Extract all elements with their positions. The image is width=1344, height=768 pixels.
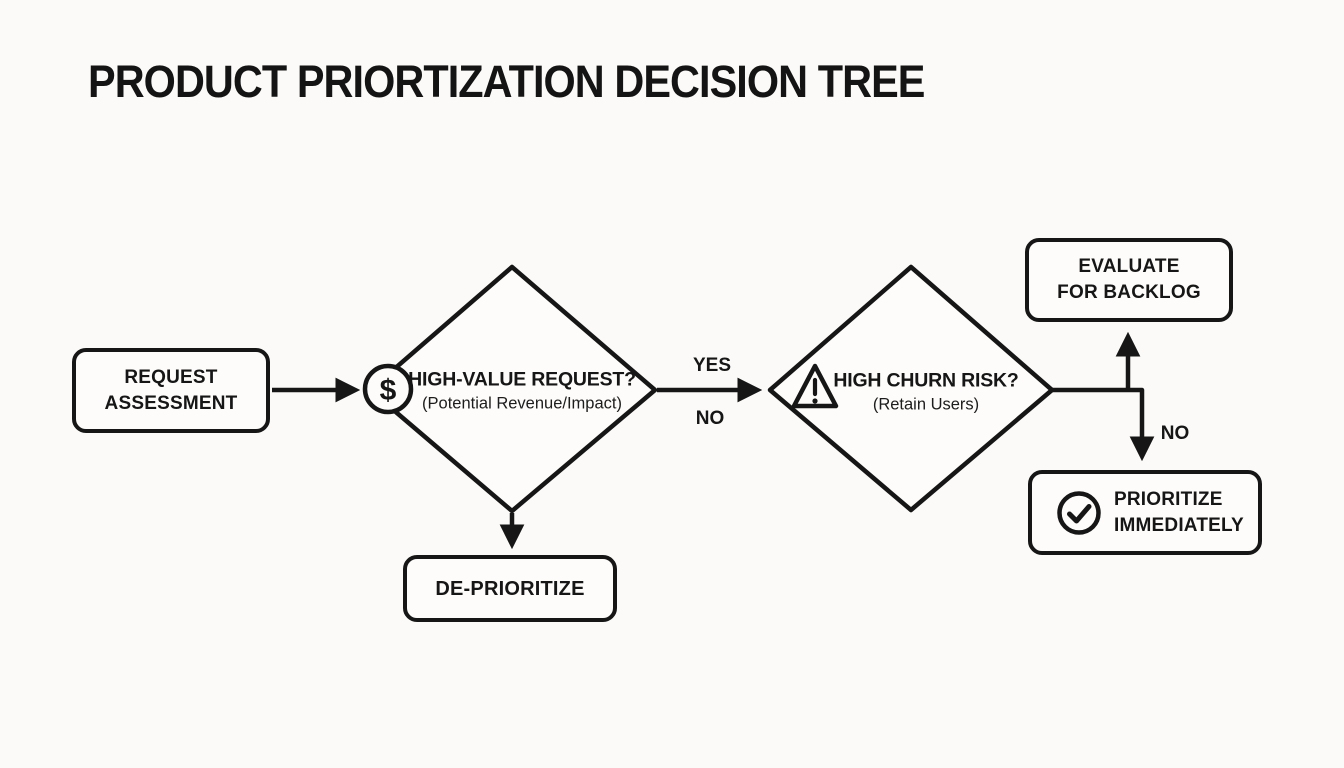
- node-label-line: FOR BACKLOG: [1057, 282, 1201, 303]
- node-label-line: PRIORITIZE: [1114, 488, 1223, 510]
- dollar-icon: $: [362, 363, 414, 415]
- node-request-assessment: REQUEST ASSESSMENT: [72, 348, 270, 433]
- warning-icon: [791, 363, 839, 409]
- check-icon: [1057, 490, 1101, 535]
- edge-label-no: NO: [695, 408, 725, 429]
- node-label-line: REQUEST: [124, 366, 218, 388]
- diamond-question: HIGH-VALUE REQUEST?: [408, 368, 636, 391]
- node-label: REQUEST ASSESSMENT: [105, 365, 238, 417]
- node-de-prioritize: DE-PRIORITIZE: [403, 555, 617, 622]
- edge-label-no-right: NO: [1160, 423, 1190, 444]
- diamond-label-churn-risk: HIGH CHURN RISK? (Retain Users): [833, 370, 1018, 415]
- node-prioritize-immediately: PRIORITIZE IMMEDIATELY: [1028, 470, 1262, 555]
- edge-churn-to-prioritize: [1052, 387, 1155, 462]
- node-label: EVALUATE FOR BACKLOG: [1057, 254, 1201, 306]
- node-label-line: IMMEDIATELY: [1114, 514, 1244, 536]
- diamond-subtext: (Retain Users): [872, 395, 980, 414]
- diamond-subtext: (Potential Revenue/Impact): [422, 394, 622, 413]
- node-label-line: ASSESSMENT: [104, 392, 238, 414]
- svg-text:$: $: [380, 374, 397, 407]
- edge-label-yes: YES: [692, 355, 732, 376]
- diamond-question: HIGH CHURN RISK?: [833, 369, 1019, 392]
- node-evaluate-for-backlog: EVALUATE FOR BACKLOG: [1025, 238, 1233, 322]
- node-label: PRIORITIZE IMMEDIATELY: [1114, 487, 1244, 539]
- node-label: DE-PRIORITIZE: [435, 577, 585, 600]
- page-title: PRODUCT PRIORTIZATION DECISION TREE: [88, 56, 925, 107]
- node-label-line: EVALUATE: [1078, 256, 1180, 277]
- diamond-label-high-value: HIGH-VALUE REQUEST? (Potential Revenue/I…: [408, 369, 636, 414]
- decision-diamond-high-value: [367, 264, 658, 514]
